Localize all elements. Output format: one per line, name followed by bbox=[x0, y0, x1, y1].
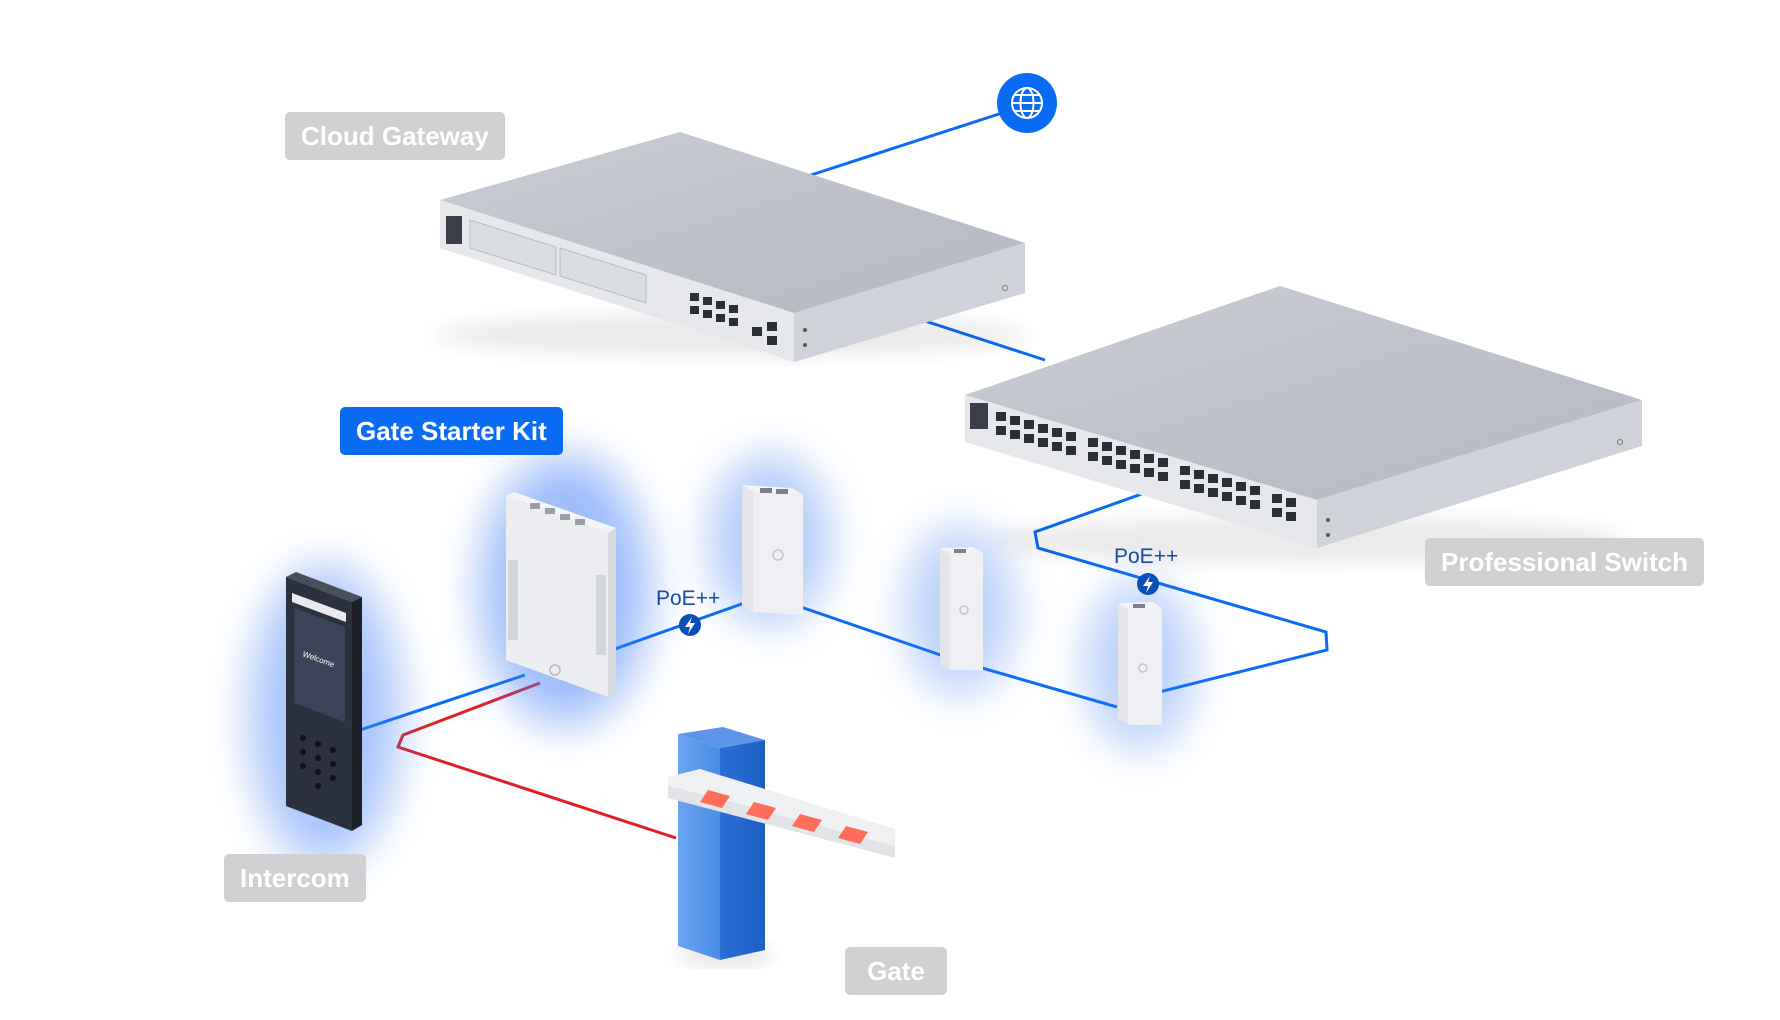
cloud-gateway-device[interactable] bbox=[430, 132, 1030, 362]
gate-starter-kit-label: Gate Starter Kit bbox=[340, 407, 563, 455]
cloud-gateway-label: Cloud Gateway bbox=[285, 112, 505, 160]
poe-bolt-icon-switch bbox=[1137, 573, 1159, 595]
professional-switch-label: Professional Switch bbox=[1425, 538, 1705, 586]
intercom-camera-strip bbox=[292, 593, 346, 622]
injector-port bbox=[776, 489, 788, 494]
globe-icon[interactable] bbox=[997, 73, 1057, 133]
injector-port bbox=[760, 488, 772, 493]
gate-hub-device[interactable] bbox=[480, 455, 650, 725]
poe-label-hub: PoE++ bbox=[656, 587, 721, 610]
gate-label: Gate bbox=[845, 947, 947, 995]
poe-injector-device[interactable] bbox=[710, 455, 830, 625]
switch-display bbox=[970, 403, 988, 429]
switch-loop-link bbox=[1033, 489, 1329, 698]
gate-arm-stripes bbox=[700, 790, 868, 844]
intercom-label: Intercom bbox=[224, 854, 366, 902]
internet-link bbox=[807, 111, 1003, 178]
switch-ports bbox=[996, 412, 1296, 521]
bridge-port bbox=[954, 549, 966, 553]
device-bridge-2[interactable] bbox=[1085, 580, 1195, 750]
gateway-ports bbox=[690, 293, 777, 345]
gate-arm[interactable] bbox=[668, 769, 895, 858]
hub-ports bbox=[530, 503, 585, 525]
intercom-screen bbox=[294, 608, 345, 722]
device-bridge-1[interactable] bbox=[905, 525, 1015, 695]
poe-label-switch: PoE++ bbox=[1114, 545, 1179, 568]
poe-bolt-icon-hub bbox=[679, 614, 701, 636]
gate-barrier-device[interactable] bbox=[668, 727, 895, 965]
gate-wire bbox=[395, 681, 677, 840]
professional-switch-device[interactable] bbox=[965, 286, 1642, 564]
intercom-device[interactable]: Welcome bbox=[250, 565, 400, 865]
bridge-port bbox=[1133, 604, 1145, 608]
intercom-keypad bbox=[300, 735, 336, 789]
gateway-display bbox=[446, 216, 462, 244]
